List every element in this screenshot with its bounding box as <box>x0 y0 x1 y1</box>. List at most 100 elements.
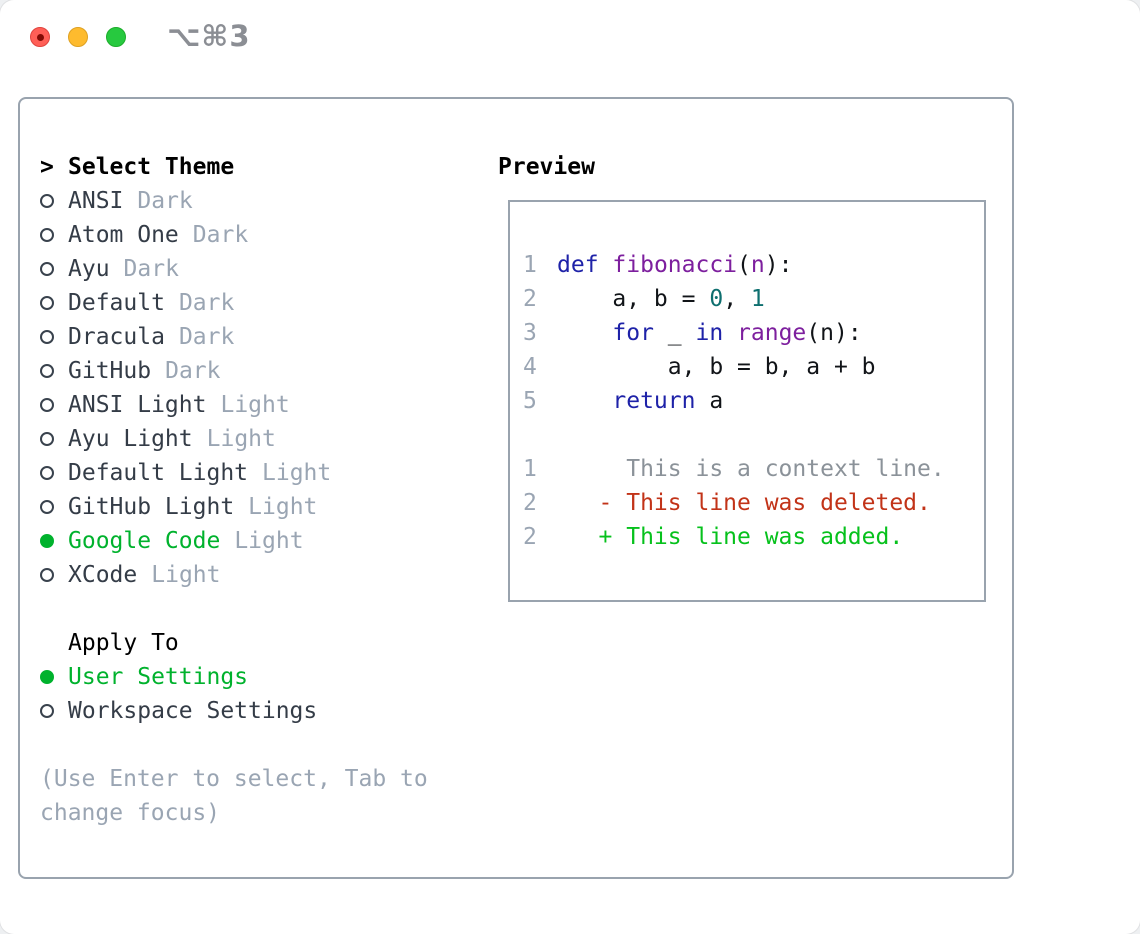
token-add: + This line was added. <box>557 524 904 550</box>
radio-marker <box>40 500 68 514</box>
code-content: - This line was deleted. <box>557 486 931 520</box>
theme-item-name: Ayu <box>68 256 110 282</box>
apply-to-option[interactable]: Workspace Settings <box>40 694 428 728</box>
radio-marker <box>40 432 68 446</box>
theme-item-name: Dracula <box>68 324 165 350</box>
code-line: 5 return a <box>523 384 984 418</box>
line-number: 2 <box>523 524 537 550</box>
theme-item-variant: Light <box>248 494 318 520</box>
code-content: + This line was added. <box>557 520 904 554</box>
close-button[interactable] <box>30 27 50 47</box>
token-lit: 0 <box>709 286 724 312</box>
token-pln: a <box>695 388 724 414</box>
radio-marker <box>40 534 68 548</box>
theme-item-variant: Light <box>151 562 221 588</box>
token-pln: ( <box>737 252 751 278</box>
radio-icon <box>40 500 54 514</box>
code-line: 2 - This line was deleted. <box>523 486 984 520</box>
radio-marker <box>40 194 68 208</box>
code-line: 4 a, b = b, a + b <box>523 350 984 384</box>
token-kw: for <box>612 320 654 346</box>
code-content: def fibonacci(n): <box>557 248 792 282</box>
radio-marker <box>40 398 68 412</box>
radio-icon <box>40 432 54 446</box>
radio-icon <box>40 262 54 276</box>
radio-icon <box>40 704 54 718</box>
theme-item-variant: Light <box>262 460 332 486</box>
token-kw: def <box>557 252 599 278</box>
theme-item-name: Default <box>68 290 165 316</box>
token-fn: n <box>750 252 765 278</box>
theme-item-variant: Dark <box>123 256 179 282</box>
theme-item-name: Atom One <box>68 222 179 248</box>
minimize-button[interactable] <box>68 27 88 47</box>
theme-item[interactable]: XCode Light <box>40 558 428 592</box>
code-content: return a <box>557 384 723 418</box>
code-line: 1 This is a context line. <box>523 452 984 486</box>
radio-marker <box>40 568 68 582</box>
theme-item-name: GitHub Light <box>68 494 235 520</box>
code-line: 1 def fibonacci(n): <box>523 248 984 282</box>
theme-item-variant: Light <box>206 426 276 452</box>
radio-marker <box>40 670 68 684</box>
chevron-right-icon: > <box>40 154 54 180</box>
token-pln: _ <box>653 320 696 346</box>
radio-marker <box>40 330 68 344</box>
theme-item-name: XCode <box>68 562 138 588</box>
theme-item-name: ANSI Light <box>68 392 207 418</box>
radio-selected-icon <box>40 670 54 684</box>
zoom-button[interactable] <box>106 27 126 47</box>
token-pln: , <box>723 286 751 312</box>
radio-icon <box>40 398 54 412</box>
theme-item-name: Default Light <box>68 460 249 486</box>
code-line: 2 + This line was added. <box>523 520 984 554</box>
radio-icon <box>40 568 54 582</box>
preview-heading: Preview <box>498 154 595 180</box>
line-number: 2 <box>523 286 537 312</box>
page-title: Select Theme <box>68 154 235 180</box>
line-number: 3 <box>523 320 537 346</box>
radio-icon <box>40 296 54 310</box>
spacer-row <box>40 728 428 762</box>
token-pln: ): <box>764 252 793 278</box>
hint-text: (Use Enter to select, Tab to <box>40 766 428 792</box>
radio-icon <box>40 330 54 344</box>
radio-selected-icon <box>40 534 54 548</box>
close-dot-icon <box>36 33 44 41</box>
theme-item[interactable]: Atom One Dark <box>40 218 428 252</box>
line-number: 5 <box>523 388 537 414</box>
radio-icon <box>40 466 54 480</box>
theme-item[interactable]: Ayu Dark <box>40 252 428 286</box>
line-number: 4 <box>523 354 537 380</box>
code-content: This is a context line. <box>557 452 945 486</box>
theme-item[interactable]: GitHub Light Light <box>40 490 428 524</box>
radio-marker <box>40 364 68 378</box>
theme-item-variant: Dark <box>192 222 249 248</box>
radio-icon <box>40 364 54 378</box>
apply-to-heading: Apply To <box>40 626 428 660</box>
token-pln <box>723 320 737 346</box>
token-fn: fibonacci <box>612 252 738 278</box>
radio-marker <box>40 466 68 480</box>
window-title: ⌥⌘3 <box>167 19 251 53</box>
theme-item-name: ANSI <box>68 188 124 214</box>
token-pln <box>557 388 612 414</box>
radio-marker <box>40 296 68 310</box>
line-number: 1 <box>523 252 537 278</box>
code-content: a, b = 0, 1 <box>557 282 765 316</box>
apply-to-option[interactable]: User Settings <box>40 660 428 694</box>
code-line <box>523 418 984 452</box>
token-pln: (n): <box>806 320 862 346</box>
theme-item[interactable]: Default Light Light <box>40 456 428 490</box>
token-lit: 1 <box>750 286 765 312</box>
apply-to-option-label: User Settings <box>68 664 249 690</box>
